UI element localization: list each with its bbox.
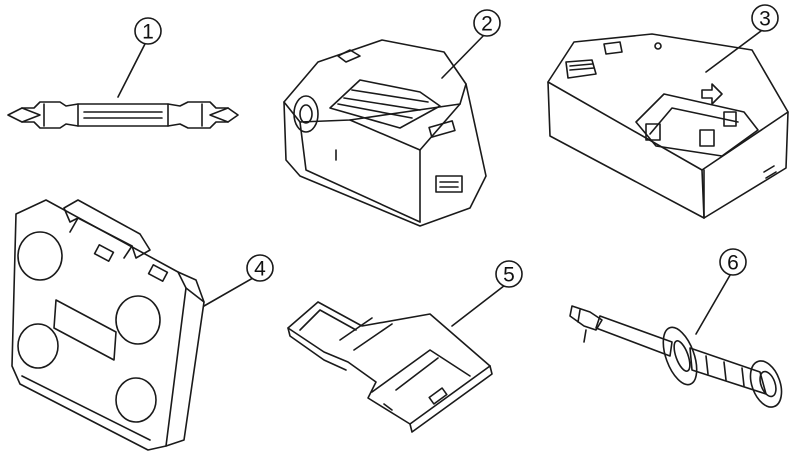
callout-2: 2 bbox=[473, 9, 501, 37]
inner-tray bbox=[287, 281, 510, 433]
battery bbox=[283, 31, 488, 227]
callout-number-2: 2 bbox=[481, 13, 493, 36]
callout-number-1: 1 bbox=[142, 21, 154, 44]
callout-6: 6 bbox=[719, 248, 747, 276]
callout-4: 4 bbox=[246, 254, 274, 282]
callout-number-3: 3 bbox=[759, 8, 771, 31]
side-handle bbox=[569, 269, 783, 408]
callout-number-4: 4 bbox=[254, 258, 266, 281]
callout-3: 3 bbox=[751, 4, 779, 32]
carrying-case bbox=[11, 199, 261, 451]
callout-5: 5 bbox=[495, 260, 523, 288]
driver-bit bbox=[7, 37, 239, 129]
callout-1: 1 bbox=[134, 17, 162, 45]
charger bbox=[547, 27, 789, 219]
callout-number-6: 6 bbox=[727, 252, 739, 275]
callout-number-5: 5 bbox=[503, 264, 515, 287]
